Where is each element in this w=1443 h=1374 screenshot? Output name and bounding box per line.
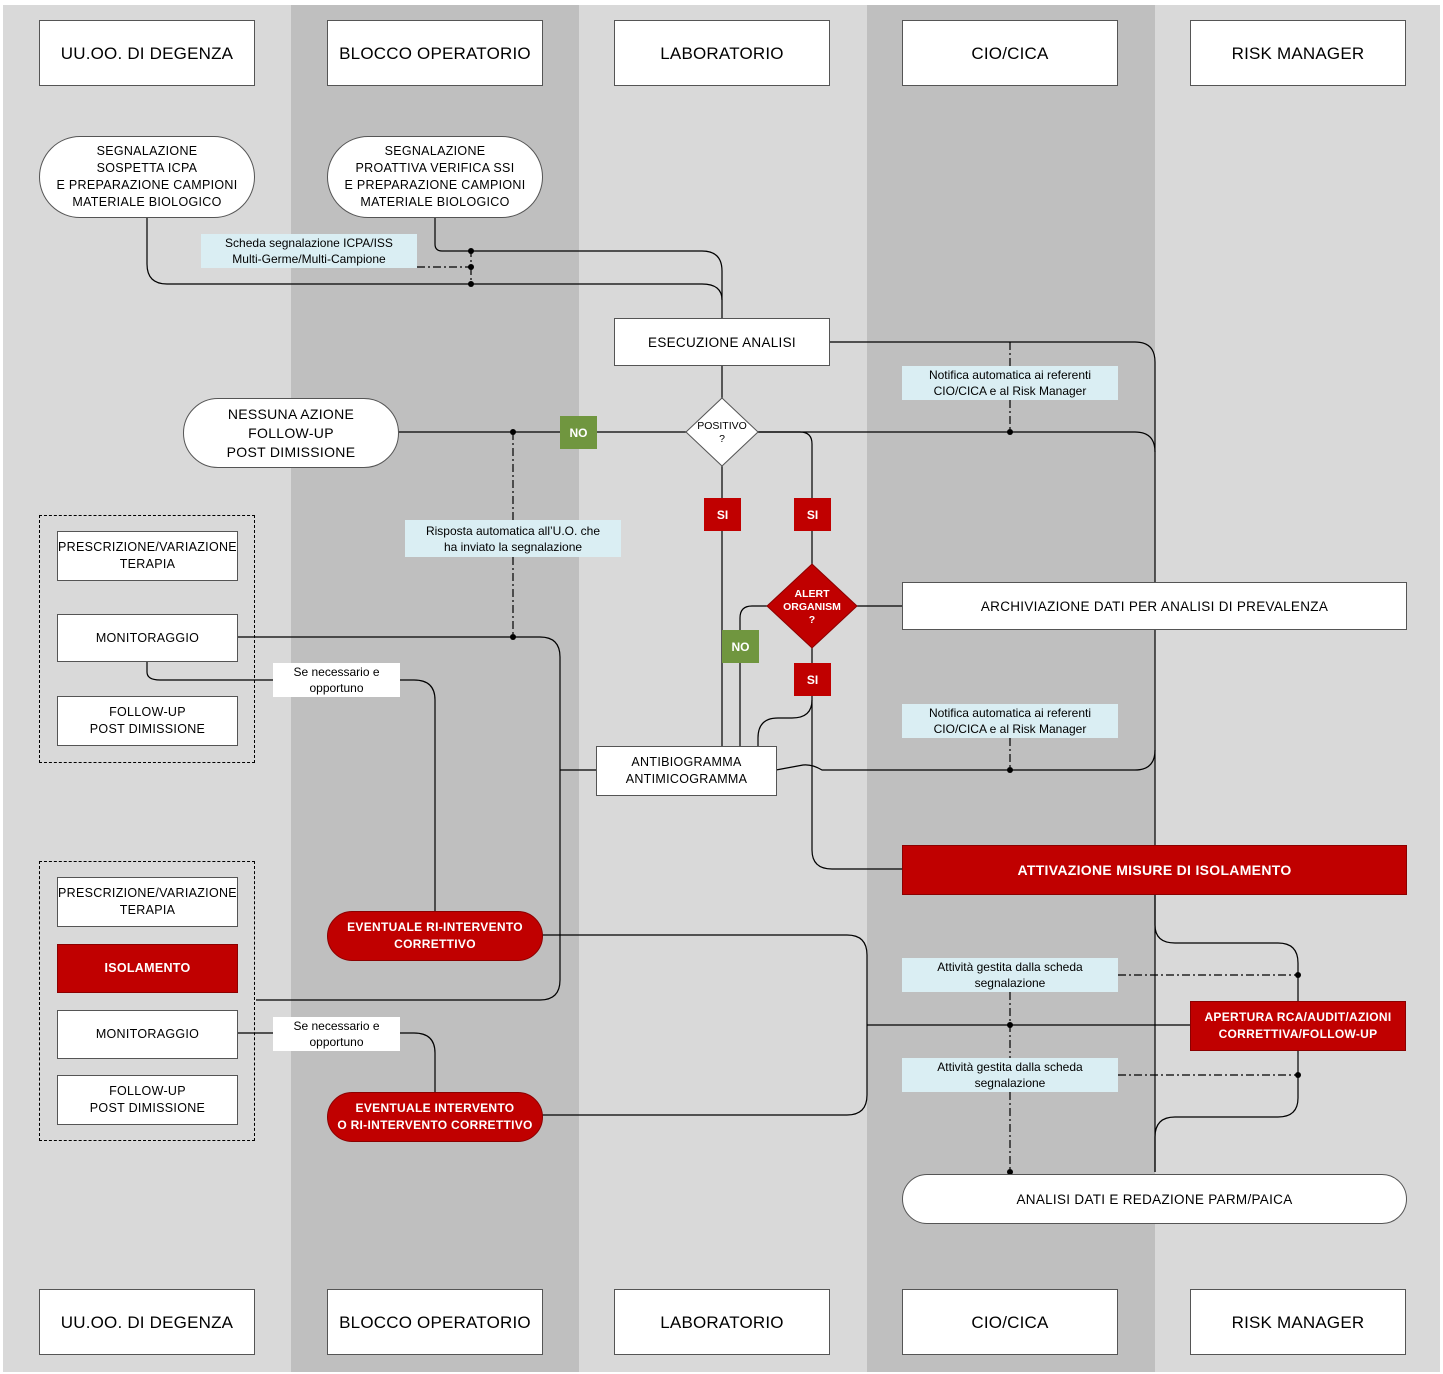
segnalazione-sospetta-node: SEGNALAZIONE SOSPETTA ICPA E PREPARAZION… [39,136,255,218]
se-necessario-note-2: Se necessario e opportuno [273,1017,400,1051]
notifica-automatica-note-2: Notifica automatica ai referenti CIO/CIC… [902,704,1118,738]
analisi-dati-node: ANALISI DATI E REDAZIONE PARM/PAICA [902,1174,1407,1224]
esecuzione-analisi-node: ESECUZIONE ANALISI [614,318,830,366]
lane-header-cio-bottom: CIO/CICA [902,1289,1118,1355]
monitoraggio-node-1: MONITORAGGIO [57,614,238,662]
lane-header-degenza-top: UU.OO. DI DEGENZA [39,20,255,86]
risposta-automatica-note: Risposta automatica all’U.O. che ha invi… [405,520,621,557]
si-tag-isolamento: SI [794,663,831,696]
alert-decision-shape [766,563,858,649]
alert-organism-label: ALERT ORGANISM ? [783,587,841,626]
followup-node-1: FOLLOW-UP POST DIMISSIONE [57,696,238,746]
lane-header-risk-top: RISK MANAGER [1190,20,1406,86]
no-tag-positivo: NO [560,416,597,449]
attivita-gestita-note-2: Attività gestita dalla scheda segnalazio… [902,1058,1118,1092]
eventuale-ri-intervento-node: EVENTUALE RI-INTERVENTO CORRETTIVO [327,911,543,961]
azioni-degenza-group-1 [39,515,255,763]
nessuna-azione-node: NESSUNA AZIONE FOLLOW-UP POST DIMISSIONE [183,398,399,468]
attivazione-isolamento-node: ATTIVAZIONE MISURE DI ISOLAMENTO [902,845,1407,895]
isolamento-node: ISOLAMENTO [57,944,238,993]
lane-header-risk-bottom: RISK MANAGER [1190,1289,1406,1355]
lane-cio-bg [867,5,1155,1372]
lane-header-laboratorio-top: LABORATORIO [614,20,830,86]
no-tag-alert: NO [722,630,759,663]
apertura-rca-node: APERTURA RCA/AUDIT/AZIONI CORRETTIVA/FOL… [1190,1001,1406,1051]
si-tag-antibiogramma: SI [704,498,741,531]
positivo-decision-label: POSITIVO ? [697,420,747,445]
antibiogramma-node: ANTIBIOGRAMMA ANTIMICOGRAMMA [596,746,777,796]
se-necessario-note-1: Se necessario e opportuno [273,663,400,697]
prescrizione-terapia-node-1: PRESCRIZIONE/VARIAZIONE TERAPIA [57,531,238,581]
followup-node-2: FOLLOW-UP POST DIMISSIONE [57,1075,238,1125]
lane-risk-bg [1155,5,1440,1372]
eventuale-intervento-node: EVENTUALE INTERVENTO O RI-INTERVENTO COR… [327,1092,543,1142]
lane-header-laboratorio-bottom: LABORATORIO [614,1289,830,1355]
azioni-degenza-group-2 [39,861,255,1141]
positivo-decision-shape [685,397,759,467]
lane-header-blocco-bottom: BLOCCO OPERATORIO [327,1289,543,1355]
monitoraggio-node-2: MONITORAGGIO [57,1010,238,1059]
lane-header-degenza-bottom: UU.OO. DI DEGENZA [39,1289,255,1355]
lane-header-cio-top: CIO/CICA [902,20,1118,86]
archiviazione-dati-node: ARCHIVIAZIONE DATI PER ANALISI DI PREVAL… [902,582,1407,630]
notifica-automatica-note-1: Notifica automatica ai referenti CIO/CIC… [902,366,1118,400]
scheda-segnalazione-note: Scheda segnalazione ICPA/ISS Multi-Germe… [201,234,417,268]
attivita-gestita-note-1: Attività gestita dalla scheda segnalazio… [902,958,1118,992]
prescrizione-terapia-node-2: PRESCRIZIONE/VARIAZIONE TERAPIA [57,877,238,927]
si-tag-alert: SI [794,498,831,531]
segnalazione-proattiva-node: SEGNALAZIONE PROATTIVA VERIFICA SSI E PR… [327,136,543,218]
lane-header-blocco-top: BLOCCO OPERATORIO [327,20,543,86]
